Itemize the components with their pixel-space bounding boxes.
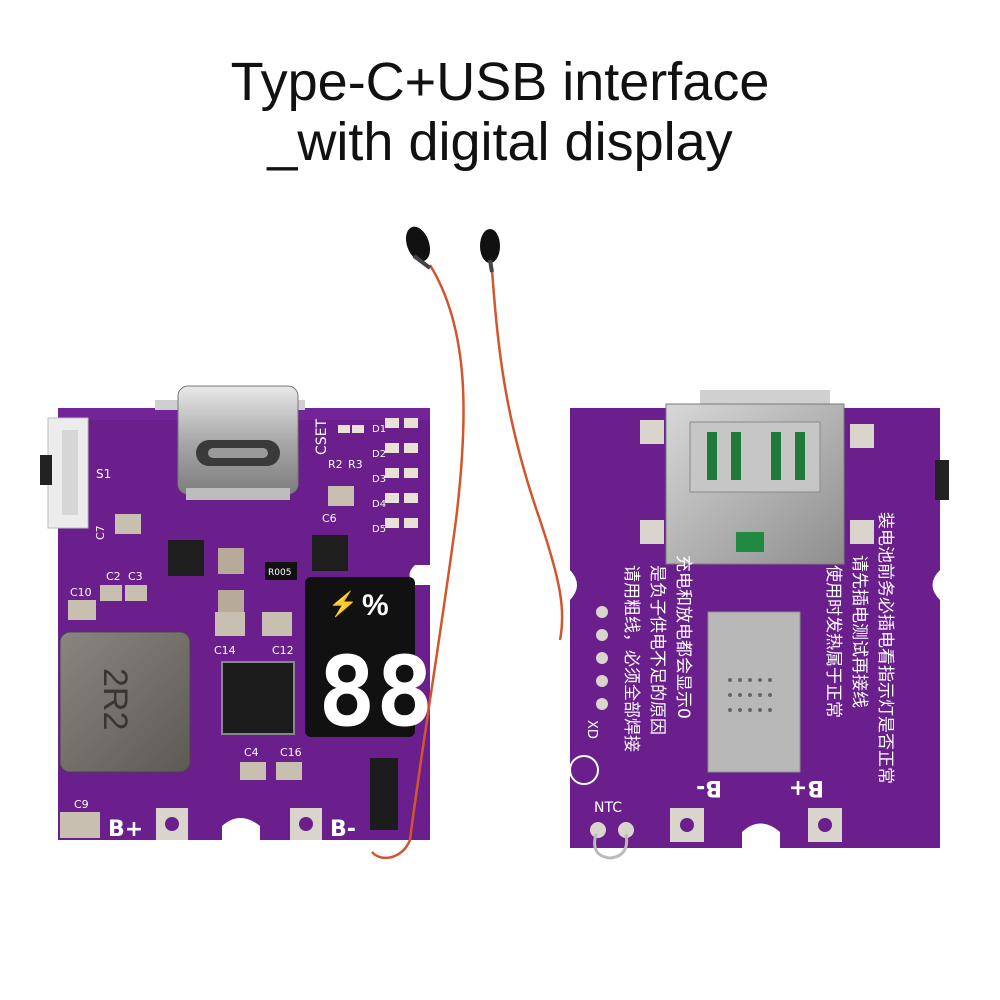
ntc-label: NTC: [594, 800, 622, 816]
c3-label: C3: [128, 570, 143, 583]
c16-label: C16: [280, 746, 302, 759]
resistor-marking: R005: [268, 568, 291, 578]
percent-symbol: %: [362, 589, 389, 622]
d3-label: D3: [372, 474, 386, 485]
front-bplus-label: B+: [108, 817, 143, 842]
c4-label: C4: [244, 746, 259, 759]
xd-pin-header: [596, 606, 608, 710]
ntc-pad-1: [590, 822, 606, 838]
inductor: 2R2: [59, 631, 191, 773]
slide-switch: S1: [40, 417, 111, 529]
r3-label: R3: [348, 458, 363, 471]
notice-line-2: 请先插电测试再接线: [849, 555, 869, 708]
capacitors: [68, 486, 354, 780]
digital-display: ⚡ % 88: [305, 577, 434, 748]
c9-label: C9: [74, 798, 89, 811]
xd-label: XD: [584, 720, 599, 739]
notice-line-4: 充电和放电都会显示0: [673, 555, 693, 719]
bolt-icon: ⚡: [328, 590, 358, 618]
d5-label: D5: [372, 524, 386, 535]
display-digits: 88: [318, 636, 434, 748]
d2-label: D2: [372, 449, 386, 460]
switch-label: S1: [96, 467, 111, 481]
c14-label: C14: [214, 644, 236, 657]
c2-label: C2: [106, 570, 121, 583]
thermal-pad: [707, 611, 801, 773]
front-board: S1 CSET R2 R3 D1 D2 D3 D4 D5: [40, 385, 434, 842]
back-board: 装电池前务必插电看指示灯是否正常 请先插电测试再接线 使用时发热属于正常 充电和…: [569, 390, 949, 860]
notice-line-5: 是负子供电不足的原因: [647, 565, 667, 735]
main-ic: [221, 661, 295, 735]
inductor-marking: 2R2: [96, 668, 134, 730]
front-bminus-label: B-: [330, 817, 356, 842]
led-array: [338, 418, 418, 528]
c7-label: C7: [94, 525, 107, 540]
usb-c-connector: [155, 385, 305, 500]
notice-line-3: 使用时发热属于正常: [823, 565, 844, 718]
c12-label: C12: [272, 644, 294, 657]
cset-label: CSET: [314, 418, 330, 455]
title-line-2: _with digital display: [267, 112, 733, 172]
back-bplus-label: B+: [789, 775, 824, 800]
r2-label: R2: [328, 458, 343, 471]
notice-line-1: 装电池前务必插电看指示灯是否正常: [875, 512, 895, 784]
thermistor-wires: [371, 264, 564, 860]
d4-label: D4: [372, 499, 386, 510]
thermistor-heads: [405, 226, 500, 273]
ntc-pad-2: [618, 822, 634, 838]
d1-label: D1: [372, 424, 386, 435]
ic-small-1: [168, 540, 204, 576]
title-line-1: Type-C+USB interface: [230, 52, 770, 112]
ic-small-2: [312, 535, 348, 571]
c10-label: C10: [70, 586, 92, 599]
c6-label: C6: [322, 512, 337, 525]
notice-line-6: 请用粗线，必须全部焊接: [621, 565, 641, 752]
back-bminus-label: B-: [696, 775, 722, 800]
usb-a-connector: [640, 390, 874, 565]
